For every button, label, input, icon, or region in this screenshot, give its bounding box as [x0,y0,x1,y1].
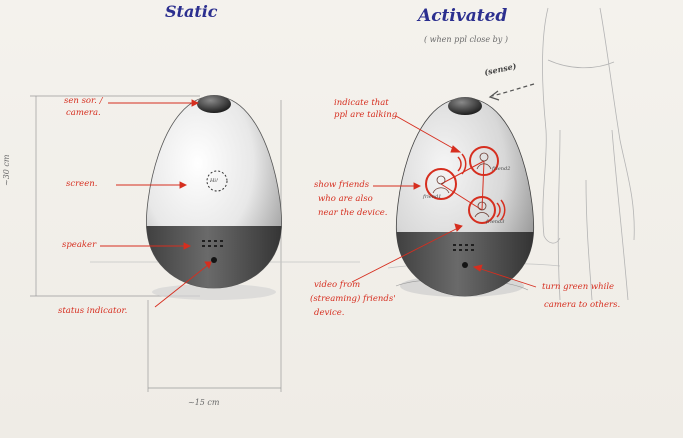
label-green-line2: camera to others. [544,300,620,311]
title-static: Static [165,2,218,21]
title-activated: Activated [418,6,507,26]
status-indicator-light [211,257,217,263]
person-sketch [543,8,635,300]
label-video-line2: (streaming) friends' [310,294,396,305]
label-green-line1: turn green while [542,282,614,293]
label-video-line3: device. [314,308,345,319]
dimension-width: ~15 cm [188,398,220,407]
friend-tag-3: friend3 [486,219,504,225]
label-screen: screen. [66,179,97,190]
label-show-line2: who are also [318,194,373,205]
label-indicate-line2: ppl are talking [334,110,397,121]
label-indicate-line1: indicate that [334,98,389,109]
dimension-height: ~30 cm [2,155,11,187]
label-show-line1: show friends [314,180,369,191]
screen-hi-text: Hi! [210,178,218,184]
friend-tag-2: friend2 [492,166,510,172]
sense-arrow [490,84,534,100]
label-sensor-line1: sen sor. / [64,96,102,107]
static-device [140,95,290,300]
activated-device [390,97,540,302]
label-speaker: speaker [62,240,96,251]
label-video-line1: video from [314,280,360,291]
activated-note: ( when ppl close by ) [424,35,508,44]
label-show-line3: near the device. [318,208,387,219]
label-sensor-line2: camera. [66,108,101,119]
friend-tag-1: friend1 [423,194,441,200]
label-status-indicator: status indicator. [58,306,127,317]
